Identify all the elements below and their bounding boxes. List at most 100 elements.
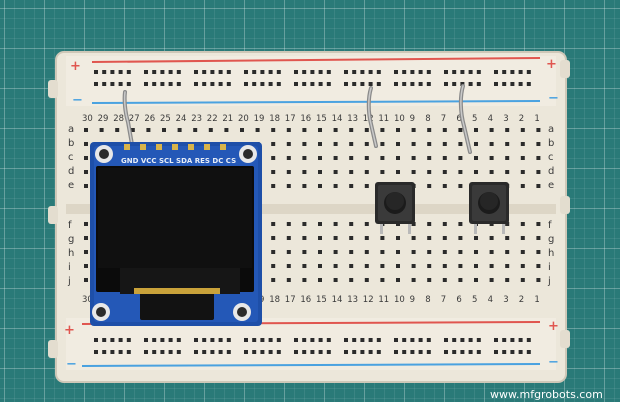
top-rail-2-hole xyxy=(218,82,223,86)
column-number-bottom: 7 xyxy=(441,295,446,305)
bottom-rail-1-hole xyxy=(268,338,273,342)
strip-hole xyxy=(271,264,276,268)
row-letter-left: a xyxy=(68,124,74,135)
rail-minus-bottom-left: − xyxy=(66,357,77,372)
top-rail-1-hole xyxy=(302,70,307,74)
strip-hole xyxy=(302,278,307,282)
strip-hole xyxy=(396,278,400,282)
strip-hole xyxy=(536,142,541,146)
top-rail-2-hole xyxy=(244,82,248,86)
bottom-rail-1-hole xyxy=(368,338,373,342)
strip-hole xyxy=(162,128,166,132)
rail-minus-top-left: − xyxy=(72,93,83,108)
strip-hole xyxy=(318,128,322,132)
bottom-rail-1-hole xyxy=(152,338,157,342)
bottom-rail-2-hole xyxy=(526,350,531,354)
bottom-rail-1-hole xyxy=(118,338,123,342)
strip-hole xyxy=(520,222,525,226)
strip-hole xyxy=(364,236,369,240)
strip-hole xyxy=(489,128,494,132)
bottom-rail-1-hole xyxy=(344,338,348,342)
column-number-top: 25 xyxy=(160,114,171,124)
bottom-rail-1-hole xyxy=(402,338,407,342)
strip-hole xyxy=(427,184,432,188)
top-rail-1-hole xyxy=(518,70,523,74)
bottom-rail-1-hole xyxy=(418,338,423,342)
rail-minus-top-right: − xyxy=(548,91,559,106)
strip-hole xyxy=(318,156,322,160)
strip-hole xyxy=(349,128,354,132)
top-rail-1-hole xyxy=(276,70,281,74)
bottom-blue-rail xyxy=(81,363,541,367)
strip-hole xyxy=(364,278,369,282)
strip-hole xyxy=(146,128,151,132)
strip-hole xyxy=(84,250,88,254)
column-number-bottom: 30 xyxy=(82,295,93,305)
bottom-rail-2-hole xyxy=(210,350,215,354)
header-pin xyxy=(156,144,162,150)
top-rail-2-hole xyxy=(444,82,448,86)
top-rail-1-hole xyxy=(452,70,457,74)
strip-hole xyxy=(286,264,291,268)
strip-hole xyxy=(286,128,291,132)
strip-hole xyxy=(286,250,291,254)
top-rail-1-hole xyxy=(218,70,223,74)
strip-hole xyxy=(193,128,198,132)
column-number-bottom: 8 xyxy=(425,295,430,305)
jumper-wires xyxy=(122,84,472,154)
column-number-top: 5 xyxy=(472,114,477,124)
row-letter-left: g xyxy=(68,234,74,245)
strip-hole xyxy=(333,128,338,132)
strip-hole xyxy=(505,170,510,174)
strip-hole xyxy=(302,128,307,132)
strip-hole xyxy=(286,236,291,240)
top-rail-2-hole xyxy=(418,82,423,86)
column-number-top: 1 xyxy=(534,114,539,124)
strip-hole xyxy=(442,236,447,240)
column-number-top: 27 xyxy=(129,114,140,124)
strip-hole xyxy=(411,264,416,268)
bottom-rail-1-hole xyxy=(518,338,523,342)
bottom-rail-2-hole xyxy=(510,350,515,354)
strip-hole xyxy=(333,278,338,282)
top-rail-2-hole xyxy=(502,82,507,86)
strip-hole xyxy=(84,128,88,132)
bottom-rail-2-hole xyxy=(194,350,198,354)
strip-hole xyxy=(302,250,307,254)
strip-hole xyxy=(458,264,463,268)
bottom-rail-2-hole xyxy=(418,350,423,354)
bottom-rail-2-hole xyxy=(152,350,157,354)
row-letter-right: e xyxy=(548,180,554,191)
column-number-top: 30 xyxy=(82,114,93,124)
top-rail-1-hole xyxy=(144,70,148,74)
column-number-bottom: 3 xyxy=(503,295,508,305)
row-letter-right: a xyxy=(548,124,554,135)
bottom-rail-2-hole xyxy=(394,350,398,354)
strip-hole xyxy=(333,236,338,240)
strip-hole xyxy=(411,236,416,240)
strip-hole xyxy=(474,250,478,254)
bottom-rail-1-hole xyxy=(218,338,223,342)
bottom-rail-2-hole xyxy=(318,350,323,354)
top-rail-2-hole xyxy=(402,82,407,86)
bottom-rail-1-hole xyxy=(352,338,357,342)
bottom-rail-1-hole xyxy=(476,338,481,342)
column-number-top: 23 xyxy=(191,114,202,124)
strip-hole xyxy=(84,278,88,282)
bottom-rail-2-hole xyxy=(126,350,131,354)
strip-hole xyxy=(396,170,400,174)
top-rail-1-hole xyxy=(526,70,531,74)
strip-hole xyxy=(333,264,338,268)
strip-hole xyxy=(364,250,369,254)
column-number-bottom: 13 xyxy=(347,295,358,305)
bottom-rail-2-hole xyxy=(226,350,231,354)
header-pin xyxy=(204,144,210,150)
top-rail-2-hole xyxy=(326,82,331,86)
strip-hole xyxy=(333,170,338,174)
row-letter-left: h xyxy=(68,248,74,259)
strip-hole xyxy=(130,128,135,132)
strip-hole xyxy=(364,142,369,146)
strip-hole xyxy=(84,222,88,226)
top-rail-2-hole xyxy=(102,82,107,86)
strip-hole xyxy=(520,236,525,240)
